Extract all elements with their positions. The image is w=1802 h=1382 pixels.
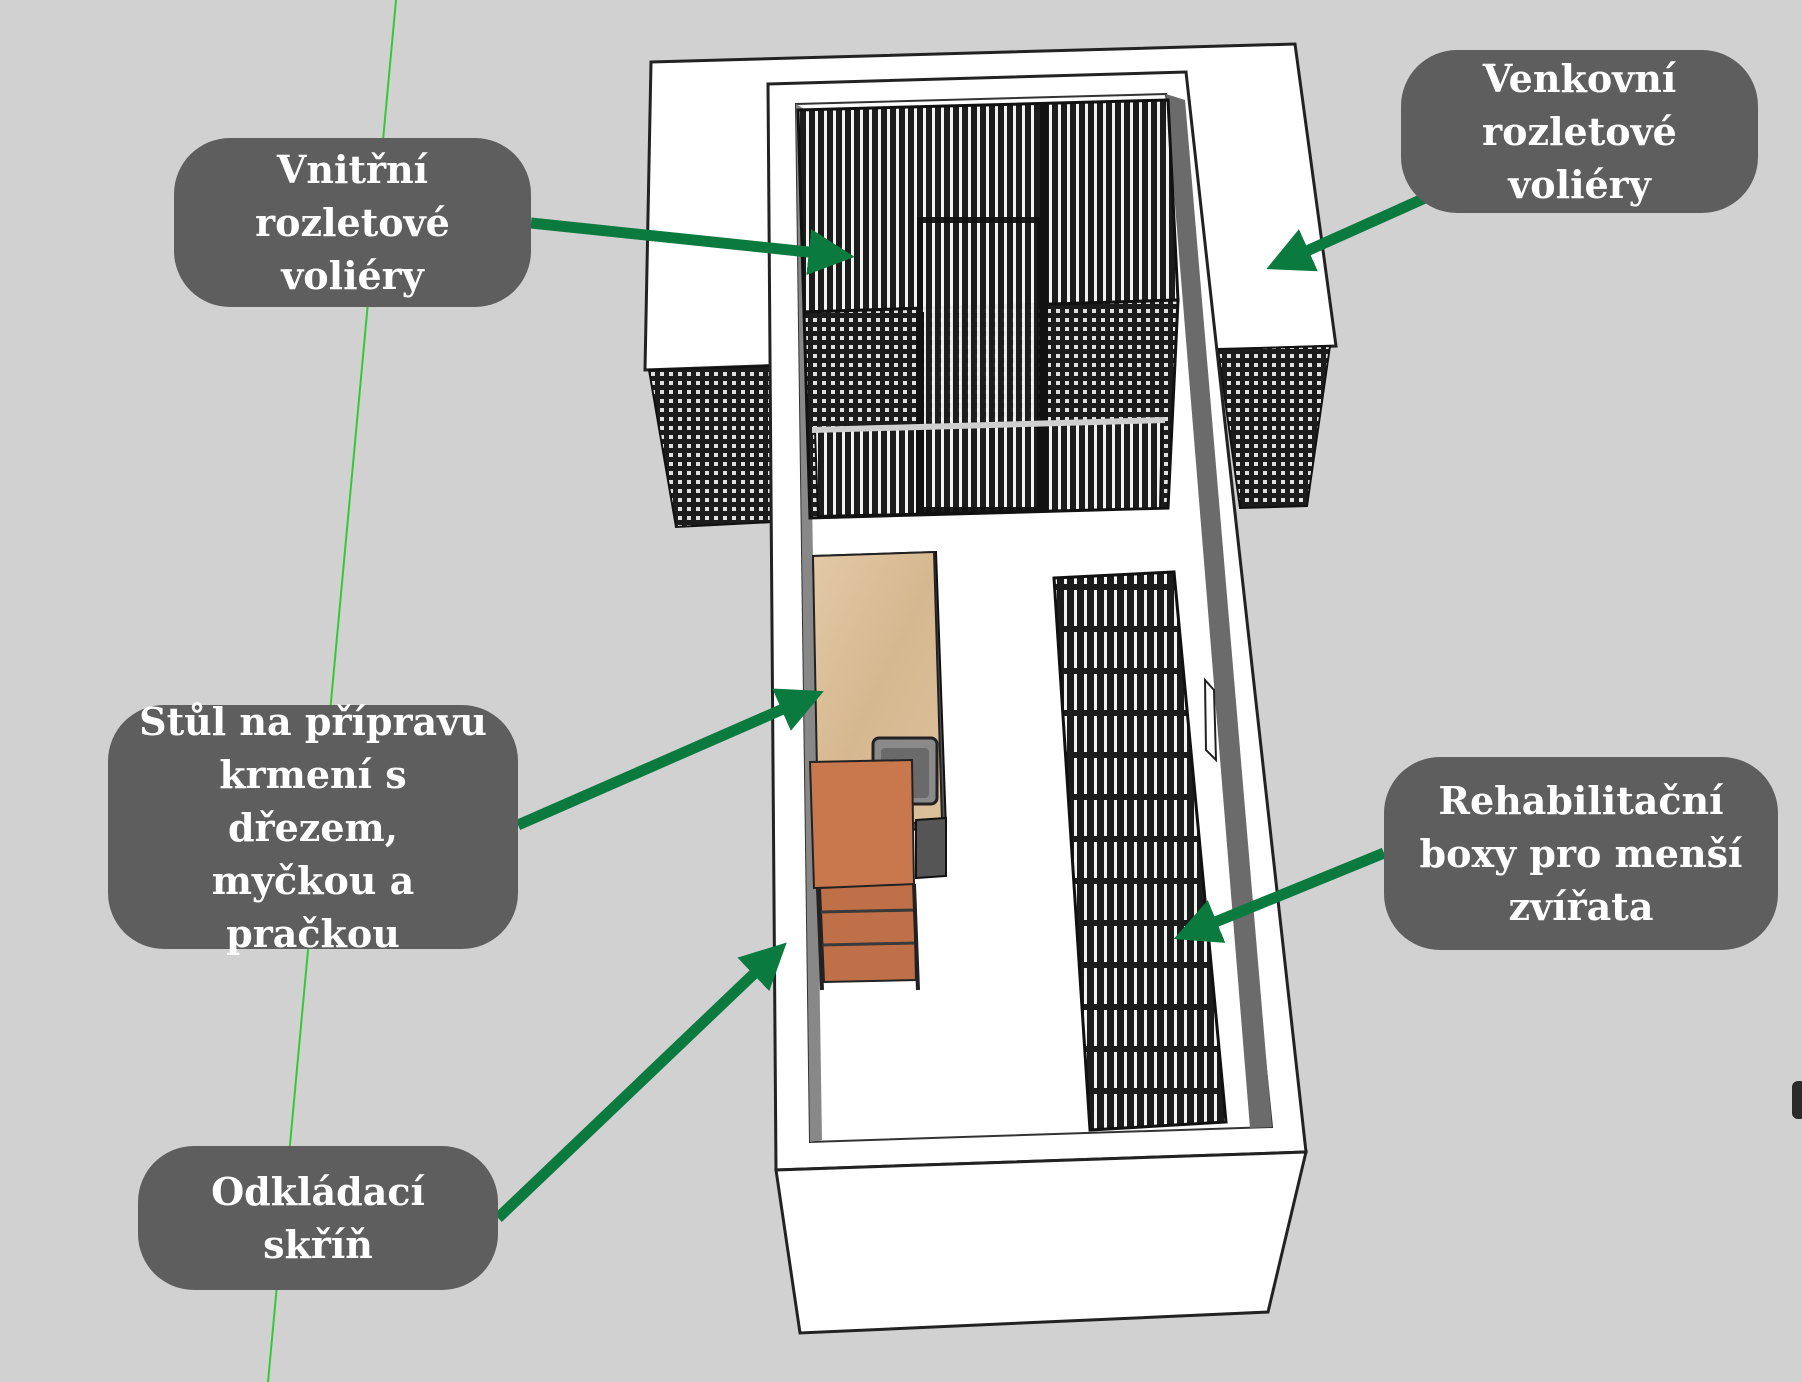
window	[1203, 677, 1218, 763]
callout-rehab-boxes: Rehabilitační boxy pro menší zvířata	[1384, 757, 1778, 950]
outer-aviary-mesh-left	[647, 364, 774, 529]
arrow-inner-aviaries	[530, 217, 855, 276]
arrow-storage-closet	[494, 942, 787, 1222]
callout-prep-table: Stůl na přípravu krmení s dřezem, myčkou…	[108, 699, 518, 956]
rehab-boxes	[1052, 570, 1228, 1132]
arrows	[494, 192, 1428, 1222]
inner-aviaries	[796, 98, 1180, 520]
callout-storage-closet: Odkládací skříň	[138, 1146, 498, 1290]
arrow-outer-aviaries	[1266, 192, 1428, 272]
callout-outer-aviaries: Venkovní rozletové voliéry	[1401, 50, 1758, 213]
callout-inner-aviaries-text: Vnitřní rozletové voliéry	[255, 147, 450, 298]
callout-inner-aviaries: Vnitřní rozletové voliéry	[174, 138, 531, 307]
callout-outer-aviaries-text: Venkovní rozletové voliéry	[1482, 56, 1677, 207]
interior-right-wall	[1166, 94, 1272, 1128]
edge-tab	[1792, 1081, 1802, 1119]
storage-closet	[808, 758, 920, 991]
callout-rehab-boxes-text: Rehabilitační boxy pro menší zvířata	[1419, 778, 1743, 929]
building-front-face	[774, 1150, 1308, 1335]
outer-aviary-mesh-right	[1216, 344, 1332, 510]
arrow-rehab-boxes	[1173, 847, 1387, 943]
arrow-prep-table	[515, 688, 824, 831]
callout-storage-closet-text: Odkládací skříň	[211, 1169, 425, 1267]
callout-prep-table-text: Stůl na přípravu krmení s dřezem, myčkou…	[139, 698, 487, 956]
